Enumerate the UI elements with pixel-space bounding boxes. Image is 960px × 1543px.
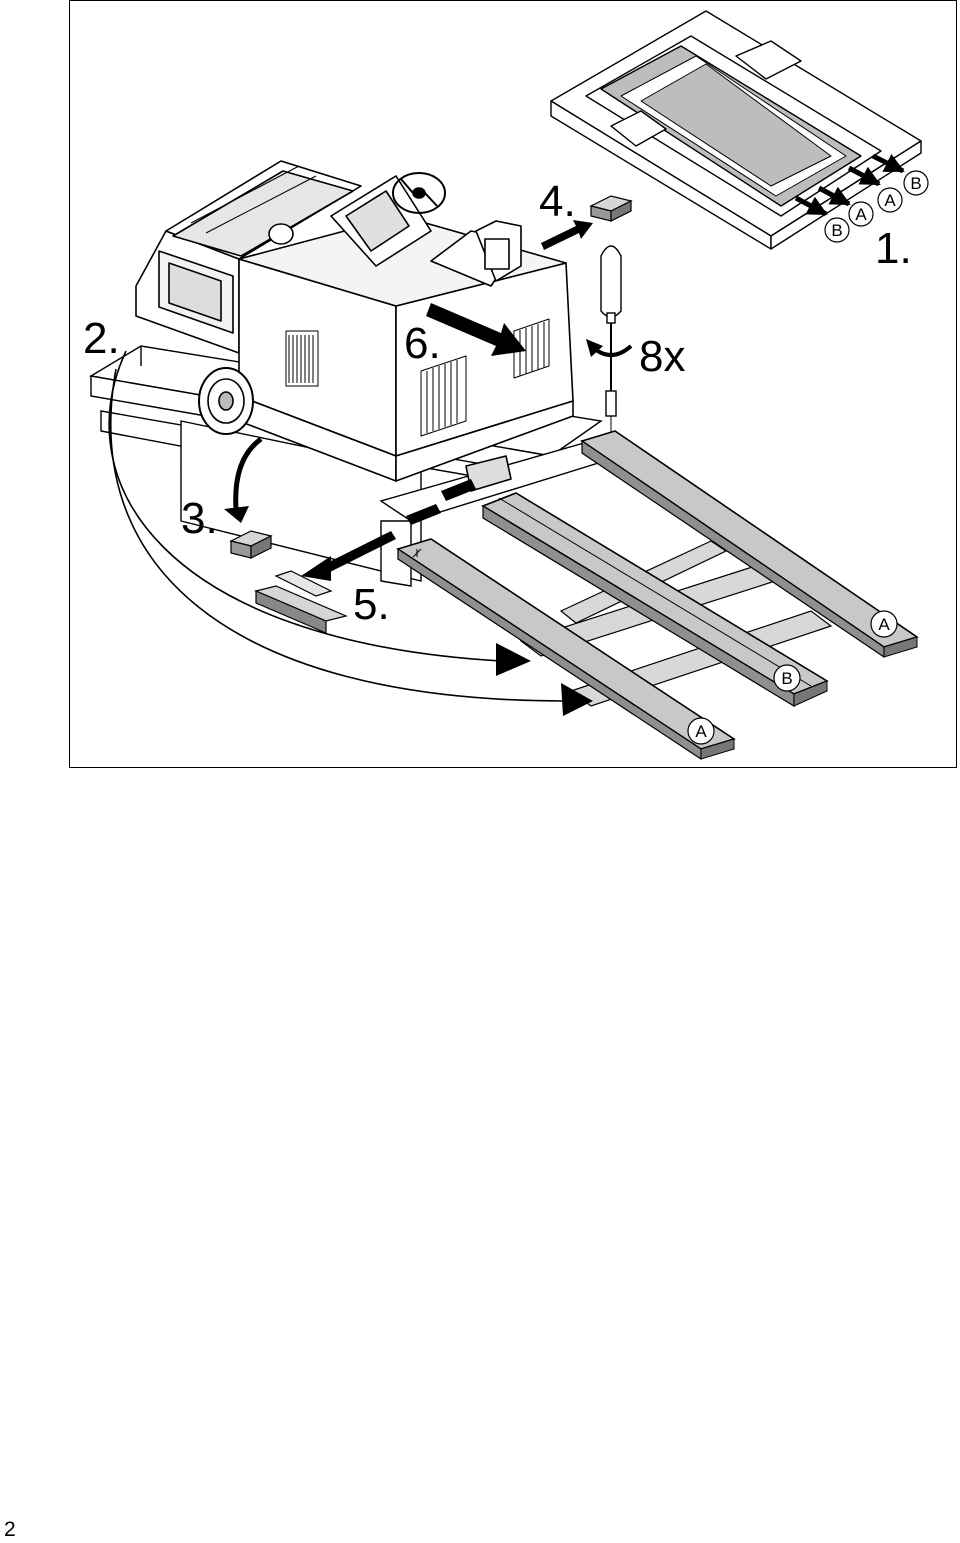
ramp-middle-label: B — [781, 669, 792, 688]
unpacking-illustration: A B A — [83, 10, 929, 761]
wedge-block-left — [229, 530, 273, 559]
curved-arrow-heads — [496, 643, 593, 716]
step-2: 2. — [83, 314, 120, 363]
screw-count: 8x — [639, 332, 685, 381]
ramp-board-right — [580, 430, 919, 659]
pallet-label-b2: B — [910, 174, 921, 193]
pallet-label-b1: B — [831, 221, 842, 240]
ramp-board-middle — [481, 492, 829, 708]
step-4: 4. — [539, 177, 576, 226]
step-5: 5. — [353, 580, 390, 629]
ramp-left-label: A — [695, 722, 707, 741]
step-1: 1. — [875, 224, 912, 273]
removed-boards — [254, 570, 348, 634]
rotate-arrow-icon — [586, 339, 633, 357]
pallet-label-a1: A — [855, 205, 867, 224]
page-number: 2 — [4, 1518, 16, 1541]
step-6: 6. — [404, 319, 441, 368]
ramp-board-left — [396, 538, 736, 761]
pallet-board-arrows — [794, 153, 905, 217]
direction-arrow-icon — [224, 220, 593, 581]
pallet-labels — [824, 170, 929, 243]
screwdriver-icon — [600, 245, 622, 433]
ramp-right-label: A — [878, 615, 890, 634]
instruction-figure: A B A — [69, 0, 957, 768]
curved-guide-arrows — [108, 350, 567, 702]
wedge-block-top — [589, 195, 633, 222]
step-3: 3. — [181, 494, 218, 543]
sweeper-machine — [135, 160, 574, 492]
pallet-label-a2: A — [884, 191, 896, 210]
